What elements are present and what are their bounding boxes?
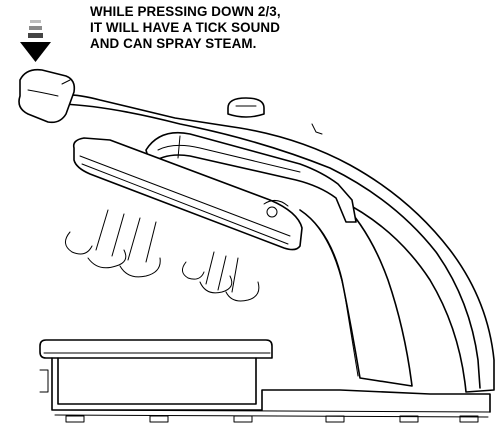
instruction-line-3: AND CAN SPRAY STEAM. bbox=[90, 36, 257, 51]
base-body bbox=[39, 357, 491, 423]
instruction-line-1: WHILE PRESSING DOWN 2/3, bbox=[90, 4, 281, 19]
steam-plate bbox=[72, 137, 303, 251]
instruction-line-2: IT WILL HAVE A TICK SOUND bbox=[90, 20, 280, 35]
press-handle bbox=[18, 68, 76, 124]
base-plate bbox=[39, 339, 273, 359]
steam-puff-left-icon bbox=[65, 209, 161, 278]
instruction-caption: WHILE PRESSING DOWN 2/3, IT WILL HAVE A … bbox=[90, 4, 281, 52]
press-down-arrow-icon bbox=[20, 20, 51, 62]
steamer-arm-body bbox=[53, 93, 495, 393]
plate-handle bbox=[145, 131, 357, 223]
steam-puff-right-icon bbox=[182, 251, 260, 302]
